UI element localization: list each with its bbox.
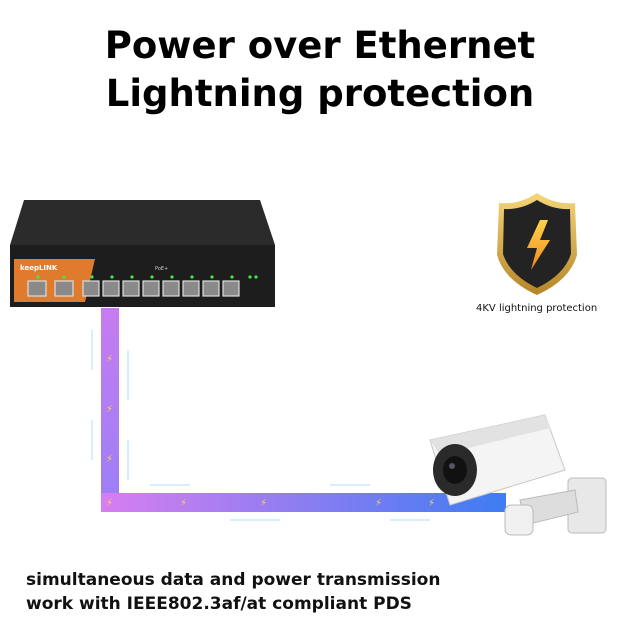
switch-brand: keepLINK: [20, 264, 58, 272]
lightning-protection-label: 4KV lightning protection: [476, 303, 598, 314]
svg-text:⚡: ⚡: [180, 498, 187, 509]
svg-text:⚡: ⚡: [106, 498, 113, 509]
ethernet-cable: ⚡ ⚡ ⚡ ⚡ ⚡ ⚡ ⚡ ⚡: [91, 308, 506, 521]
svg-text:⚡: ⚡: [106, 404, 113, 415]
caption-line-2: work with IEEE802.3af/at compliant PDS: [26, 594, 412, 614]
svg-text:⚡: ⚡: [428, 498, 435, 509]
caption-line-1: simultaneous data and power transmission: [26, 570, 441, 590]
svg-text:⚡: ⚡: [375, 498, 382, 509]
poe-label: PoE+: [155, 266, 168, 272]
poe-switch: keepLINK PoE+: [10, 200, 275, 307]
shield-lightning-icon: [497, 193, 577, 295]
lightning-spark-icons: ⚡ ⚡ ⚡ ⚡ ⚡ ⚡ ⚡ ⚡: [106, 354, 435, 509]
svg-text:⚡: ⚡: [260, 498, 267, 509]
title-line-1: Power over Ethernet: [104, 24, 536, 67]
svg-text:⚡: ⚡: [106, 454, 113, 465]
svg-text:⚡: ⚡: [106, 354, 113, 365]
security-camera: [429, 414, 607, 536]
title-line-2: Lightning protection: [105, 72, 535, 115]
